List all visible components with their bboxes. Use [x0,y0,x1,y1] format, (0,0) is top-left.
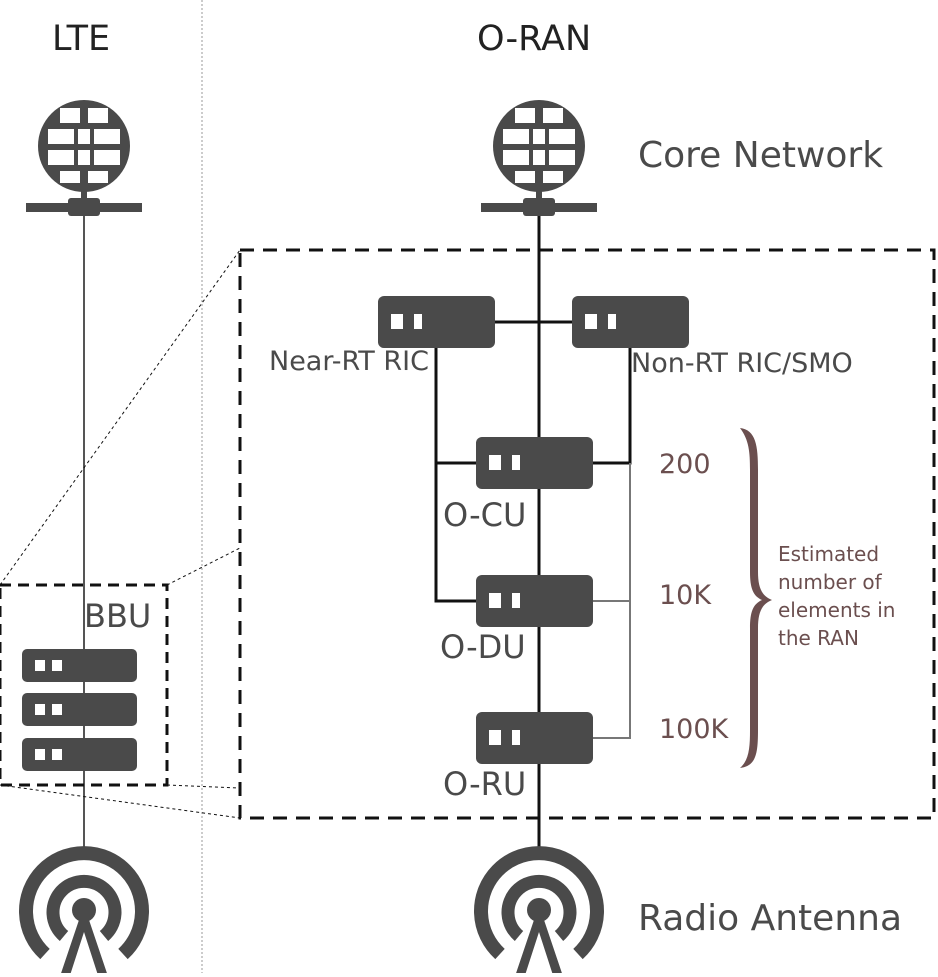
near-rt-ric-to-cu-line [434,348,476,465]
zoom-guide-line [166,547,241,586]
non-rt-ric-to-cu-line [593,348,632,465]
server-icon [572,296,689,348]
server-icon [22,649,137,682]
server-icon [378,296,495,348]
du-count-label: 10K [659,580,712,611]
non-rt-ric-to-du-line [593,463,631,602]
o-du-label: O-DU [440,628,526,666]
server-icon [476,712,593,764]
oran-zoom-box [238,248,936,820]
globe-network-icon [26,100,142,216]
bbu-label: BBU [84,597,152,635]
ru-count-label: 100K [659,714,729,745]
server-icon [22,693,137,726]
cu-count-label: 200 [659,449,711,480]
near-rt-ric-to-du-line [434,463,476,603]
non-rt-ric-to-ru-line [593,601,631,739]
server-icon [476,437,593,489]
o-ru-label: O-RU [443,765,527,803]
near-rt-ric-label: Near-RT RIC [269,346,429,377]
radio-antenna-icon [481,853,597,973]
oran-column-title: O-RAN [477,19,592,59]
estimate-brace [740,428,772,768]
server-icon [476,575,593,627]
bbu-box [0,583,169,787]
radio-antenna-label: Radio Antenna [638,898,903,939]
zoom-guide-line [0,784,241,819]
non-rt-ric-label: Non-RT RIC/SMO [631,348,853,379]
estimate-note: Estimated number of elements in the RAN [778,542,896,650]
radio-antenna-icon [26,853,142,973]
globe-network-icon [481,100,597,216]
zoom-guide-line [0,249,241,586]
o-cu-label: O-CU [443,496,527,534]
server-icon [22,738,137,771]
core-network-label: Core Network [638,135,884,176]
lte-column-title: LTE [52,19,111,59]
zoom-guide-line [166,784,241,789]
